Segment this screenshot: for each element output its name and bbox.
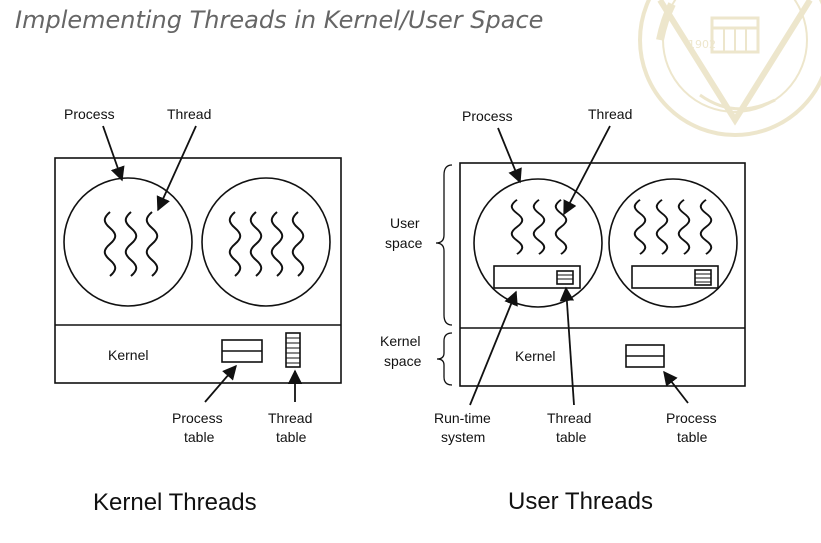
thread-table-icon	[285, 332, 301, 368]
user-kernel-label: Kernel	[515, 348, 555, 364]
process-table-label-line2: table	[184, 429, 215, 445]
kernel-label: Kernel	[108, 347, 148, 363]
thread-wavy-lines-2	[228, 211, 305, 277]
user-thread-pointer-arrow	[563, 125, 611, 216]
kernel-threads-diagram: Process Thread Kernel Process table Thre…	[54, 106, 342, 445]
process-pointer-arrow	[102, 125, 125, 182]
kernel-threads-caption: Kernel Threads	[93, 489, 257, 516]
process-table-arrow	[204, 364, 237, 403]
runtime-label-line1: Run-time	[434, 410, 491, 426]
thread-wavy-lines-1	[103, 211, 159, 277]
user-thread-table-arrow	[559, 286, 575, 406]
user-space-label-line2: space	[385, 235, 423, 251]
user-thread-table-label-line2: table	[556, 429, 587, 445]
user-threads-diagram: Process Thread User space Kernel space K…	[380, 106, 746, 445]
user-process-circle-1	[473, 178, 603, 308]
process-table-label-line1: Process	[172, 410, 223, 426]
user-process-table-icon	[625, 344, 665, 368]
user-process-table-label-line1: Process	[666, 410, 717, 426]
user-process-label: Process	[462, 108, 513, 124]
runtime-system-box-1	[493, 265, 581, 289]
kernel-space-brace	[436, 332, 453, 386]
thread-label: Thread	[167, 106, 211, 122]
process-table-icon	[221, 339, 263, 363]
kernel-space-label-line2: space	[384, 353, 422, 369]
thread-pointer-arrow	[156, 125, 197, 212]
process-circle-1	[63, 177, 193, 307]
user-space-brace	[435, 164, 453, 326]
user-process-circle-2	[608, 178, 738, 308]
kernel-space-label-line1: Kernel	[380, 333, 420, 349]
user-process-table-arrow	[663, 370, 689, 404]
runtime-system-box-2	[631, 265, 719, 289]
user-thread-label: Thread	[588, 106, 632, 122]
user-thread-wavy-lines-1	[510, 198, 568, 256]
thread-table-label-line2: table	[276, 429, 307, 445]
runtime-label-line2: system	[441, 429, 485, 445]
seal-year: 1902	[688, 38, 716, 51]
user-process-table-label-line2: table	[677, 429, 708, 445]
slide-title: Implementing Threads in Kernel/User Spac…	[15, 6, 544, 34]
user-space-label-line1: User	[390, 215, 420, 231]
thread-table-label-line1: Thread	[268, 410, 312, 426]
user-thread-wavy-lines-2	[633, 198, 713, 256]
runtime-system-arrow	[469, 290, 518, 406]
user-diagram-frame	[459, 162, 746, 387]
user-threads-caption: User Threads	[508, 488, 653, 515]
process-label: Process	[64, 106, 115, 122]
user-thread-table-label-line1: Thread	[547, 410, 591, 426]
process-circle-2	[201, 177, 331, 307]
kernel-diagram-frame	[54, 157, 342, 384]
user-process-pointer-arrow	[497, 127, 522, 184]
